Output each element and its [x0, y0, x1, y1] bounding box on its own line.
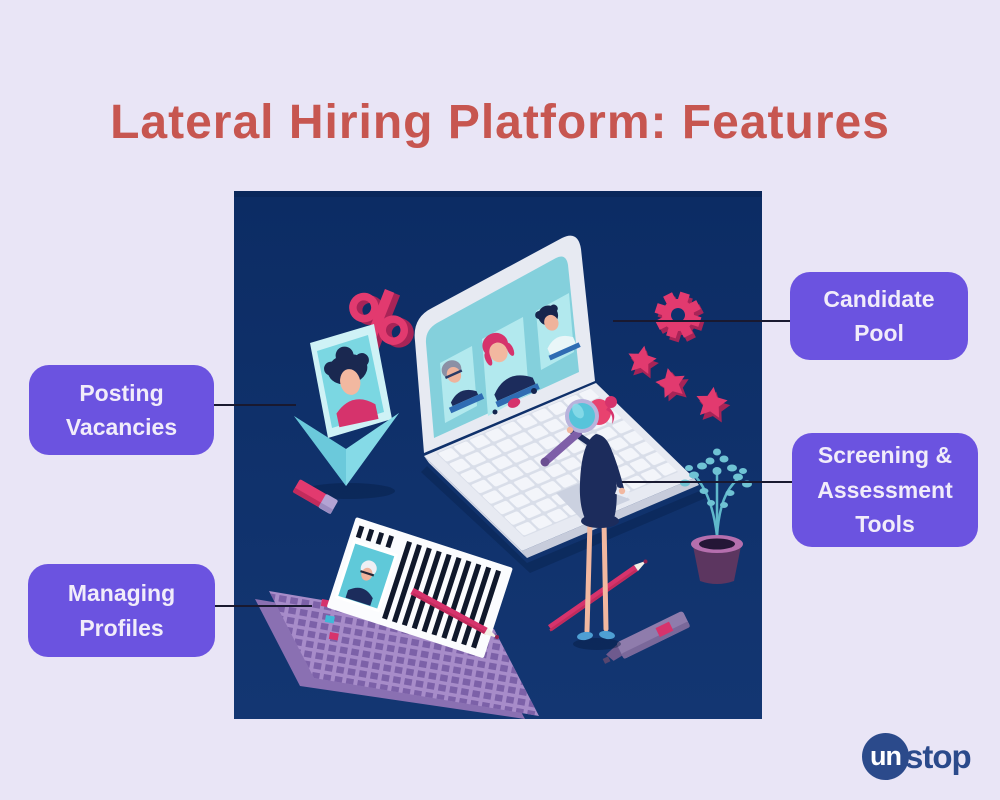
video-participant-center	[482, 317, 540, 416]
connector-posting-vacancies	[214, 404, 296, 406]
unstop-logo-prefix: un	[870, 741, 902, 771]
recruiter-figure	[569, 396, 630, 650]
envelope-candidate-icon	[294, 324, 399, 499]
video-participant-right	[535, 293, 581, 370]
feature-box-candidate-pool: Candidate Pool	[790, 272, 968, 360]
stars-icon	[628, 345, 731, 423]
unstop-logo-circle: un	[862, 733, 909, 780]
highlighter-icon	[602, 611, 690, 664]
pencil-icon	[410, 587, 499, 639]
feature-box-posting-vacancies: Posting Vacancies	[29, 365, 214, 455]
magnifier-icon	[540, 399, 599, 467]
hiring-illustration	[234, 191, 762, 719]
feature-box-managing-profiles: Managing Profiles	[28, 564, 215, 657]
feature-box-screening-assessment-tools: Screening & Assessment Tools	[792, 433, 978, 547]
connector-managing-profiles	[215, 605, 312, 607]
connector-screening-assessment	[622, 481, 792, 483]
connector-candidate-pool	[613, 320, 790, 322]
assessment-sheet	[255, 591, 539, 719]
video-participant-left	[440, 346, 485, 423]
page-title: Lateral Hiring Platform: Features	[110, 96, 890, 150]
unstop-logo: un stop	[862, 733, 972, 780]
pencil-icon-2	[547, 559, 648, 632]
unstop-logo-suffix: stop	[905, 737, 972, 775]
eraser-icon	[292, 479, 338, 514]
laptop-illustration	[414, 235, 708, 573]
